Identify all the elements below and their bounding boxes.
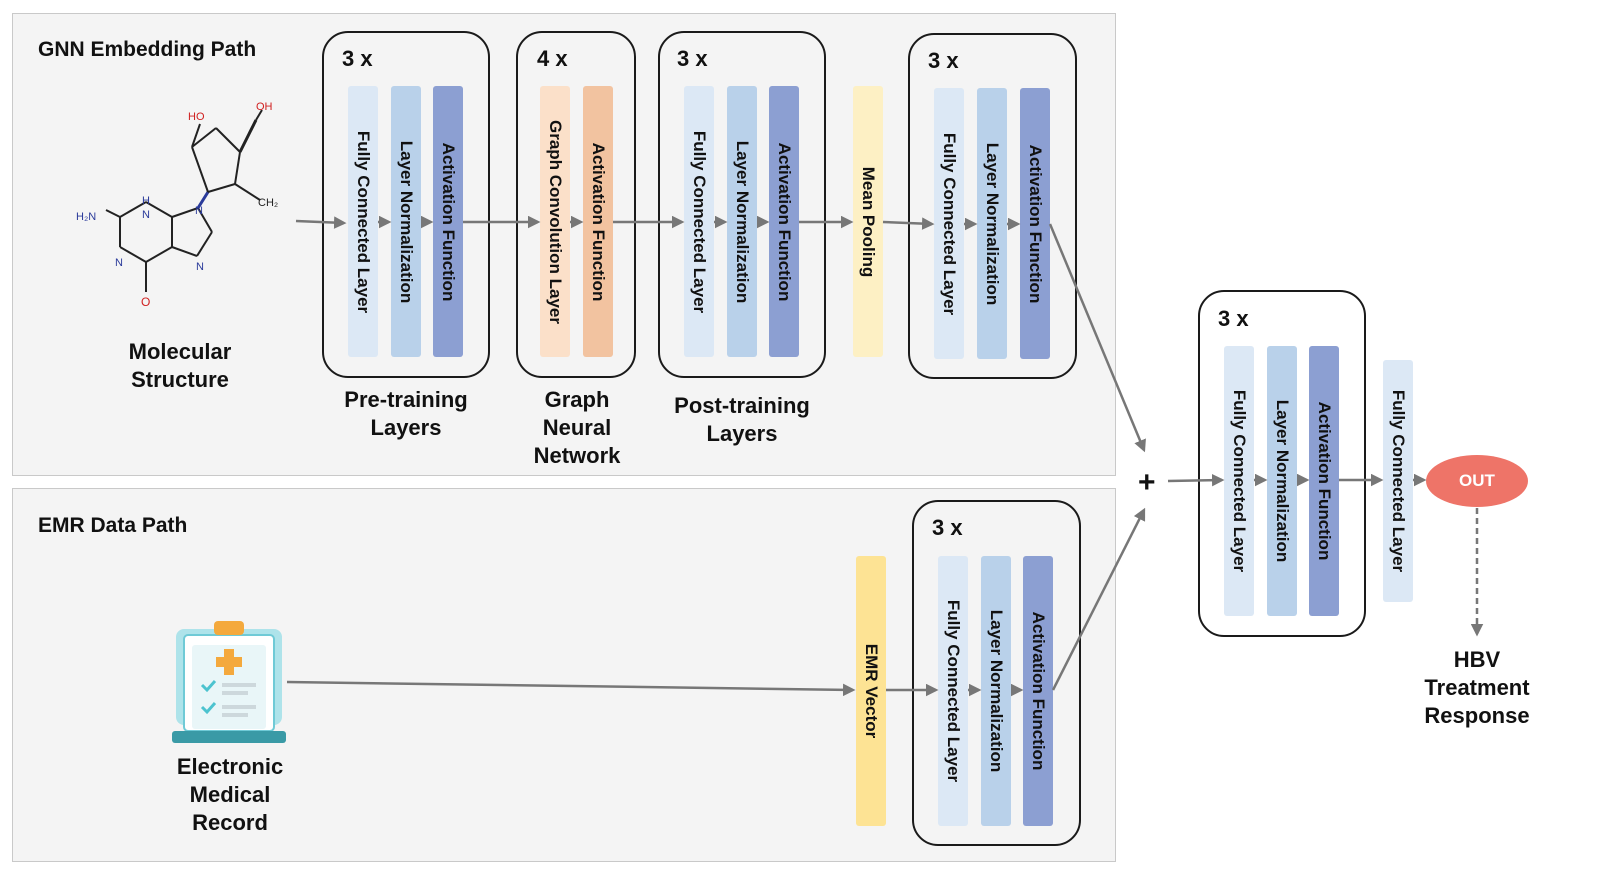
atom-ch2: CH₂ [258,197,278,209]
gnn-final-repeat: 3 x [928,48,959,73]
gnn-final-activation: Activation Function [1020,88,1050,359]
pretraining-caption: Pre-training Layers [344,387,468,440]
combined-repeat: 3 x [1218,306,1249,331]
gnn-path-title: GNN Embedding Path [38,38,257,61]
pretraining-fc-layer: Fully Connected Layer [348,86,378,357]
molecule-label: Molecular Structure [128,339,232,392]
atom-ho: HO [188,111,205,123]
atom-oh: OH [256,101,273,113]
atom-n2: N [115,257,123,269]
emr-activation: Activation Function [1023,556,1053,826]
gnn-activation: Activation Function [583,86,613,357]
emr-group [912,500,1081,846]
gnn-repeat: 4 x [537,46,568,71]
atom-h2n: H₂N [76,211,96,223]
posttraining-group [658,31,826,378]
posttraining-fc-layer: Fully Connected Layer [684,86,714,357]
gnn-caption: Graph Neural Network [533,387,621,468]
emr-path-title: EMR Data Path [38,514,188,537]
atom-n1: N [142,209,150,221]
medical-record-label: Electronic Medical Record [176,754,284,835]
final-fc-layer: Fully Connected Layer [1383,360,1413,602]
posttraining-layer-norm: Layer Normalization [727,86,757,357]
mean-pooling-layer: Mean Pooling [853,86,883,357]
emr-layer-norm: Layer Normalization [981,556,1011,826]
posttraining-repeat: 3 x [677,46,708,71]
gnn-final-fc-layer: Fully Connected Layer [934,88,964,359]
gnn-final-group [908,33,1077,379]
output-node: OUT [1426,455,1528,507]
pretraining-layer-norm: Layer Normalization [391,86,421,357]
gnn-group [516,31,636,378]
concat-plus: + [1138,466,1156,499]
posttraining-activation: Activation Function [769,86,799,357]
atom-n4: N [196,261,204,273]
pretraining-group [322,31,490,378]
atom-o: O [141,295,150,309]
emr-repeat: 3 x [932,515,963,540]
emr-fc-layer: Fully Connected Layer [938,556,968,826]
medical-record-icon [172,621,286,743]
atom-nh: H [142,195,150,207]
atom-n3: N [195,205,203,217]
combined-group [1198,290,1366,637]
pretraining-activation: Activation Function [433,86,463,357]
gnn-final-layer-norm: Layer Normalization [977,88,1007,359]
hbv-treatment-response: HBV Treatment Response [1424,647,1530,728]
combined-fc-layer: Fully Connected Layer [1224,346,1254,616]
emr-vector: EMR Vector [856,556,886,826]
posttraining-caption: Post-training Layers [674,393,810,446]
combined-activation: Activation Function [1309,346,1339,616]
combined-layer-norm: Layer Normalization [1267,346,1297,616]
pretraining-repeat: 3 x [342,46,373,71]
molecule-structure-icon: HO OH H₂N H N N N N O CH₂ [76,101,278,309]
graph-convolution-layer: Graph Convolution Layer [540,86,570,357]
